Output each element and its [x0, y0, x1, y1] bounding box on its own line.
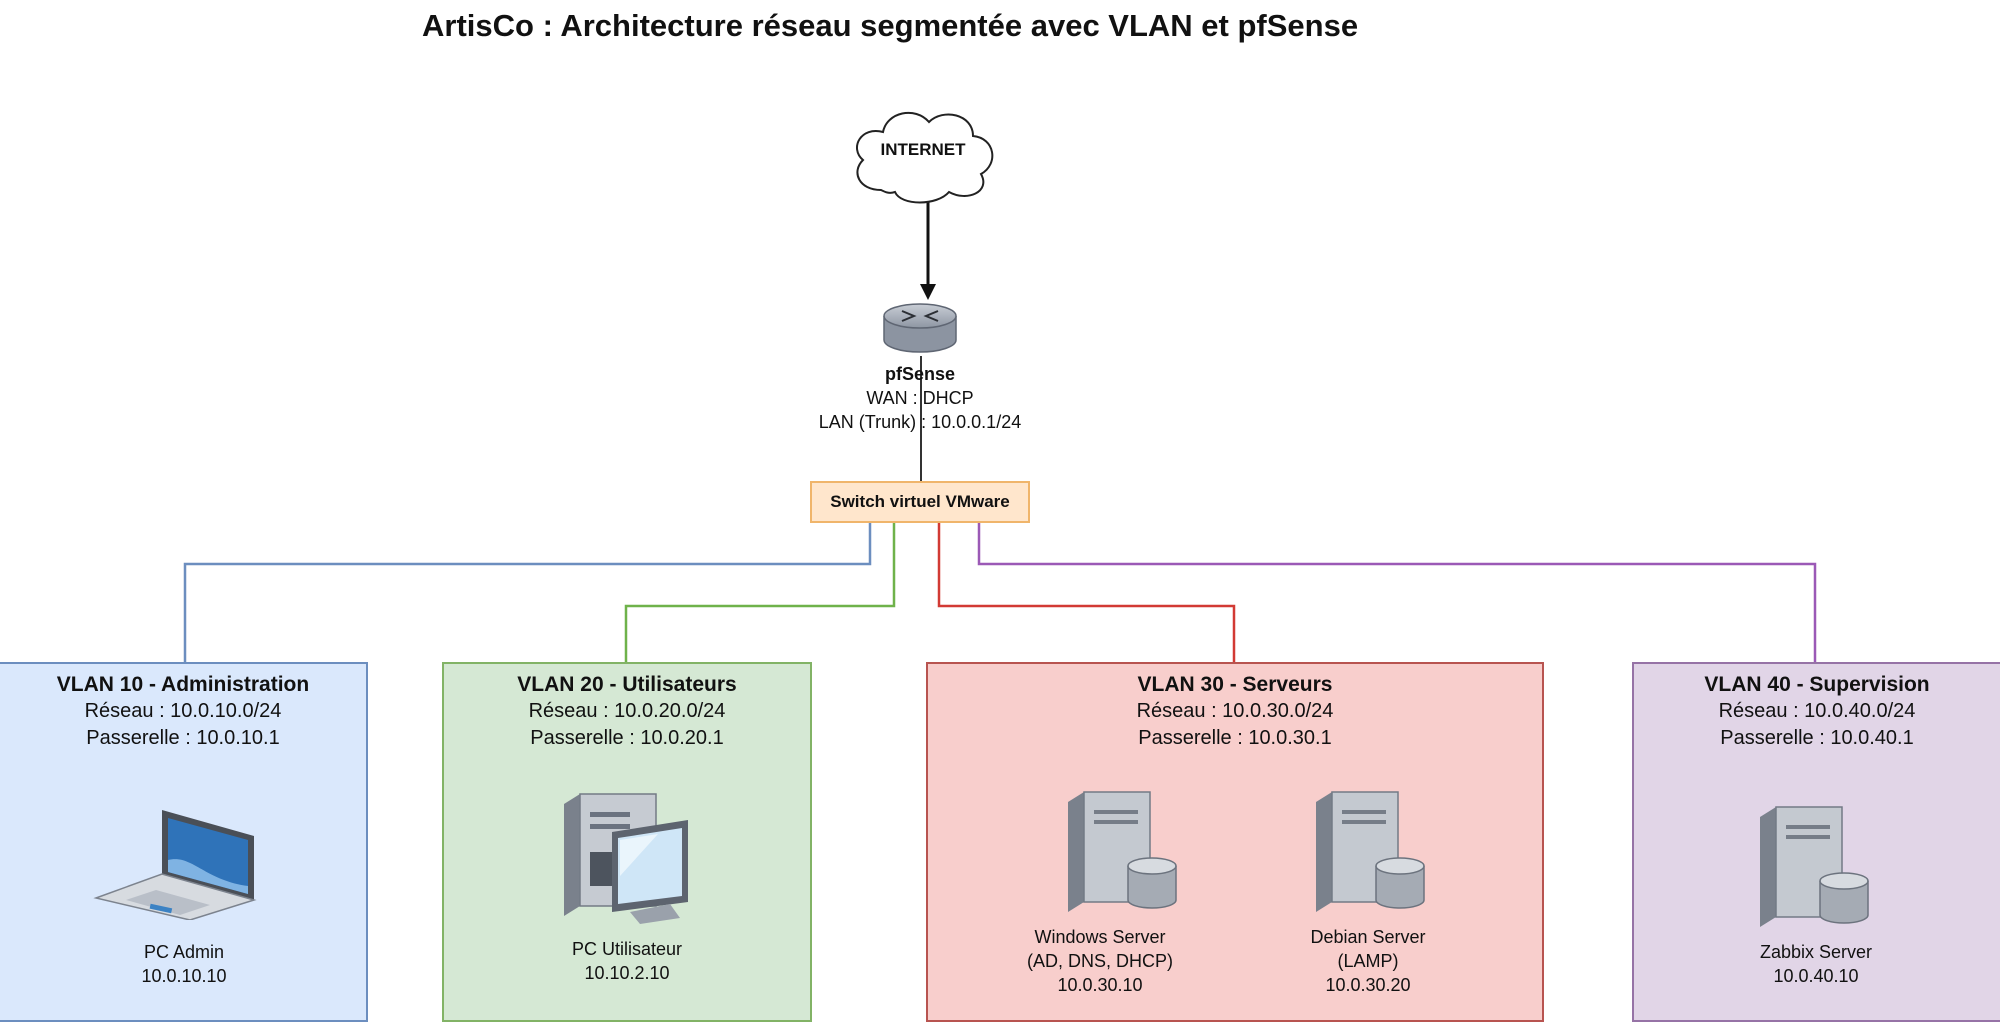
windows-server-ip: 10.0.30.10: [1057, 975, 1143, 995]
desktop-pc-icon: [564, 793, 688, 924]
pc-admin-name: PC Admin: [143, 942, 225, 962]
vlan30-network: Réseau : 10.0.30.0/24: [1136, 700, 1334, 722]
vlan30-gateway: Passerelle : 10.0.30.1: [1138, 727, 1332, 749]
vlan30-zone: VLAN 30 - Serveurs Réseau : 10.0.30.0/24…: [926, 662, 1544, 1022]
vlan30-title: VLAN 30 - Serveurs: [1137, 673, 1333, 696]
zabbix-server-name: Zabbix Server: [1759, 942, 1873, 962]
windows-server-name: Windows Server: [1034, 927, 1166, 947]
arrow-head: [920, 284, 936, 300]
windows-server-label: Windows Server (AD, DNS, DHCP) 10.0.30.1…: [990, 925, 1210, 997]
debian-server-name: Debian Server: [1310, 927, 1426, 947]
pc-utilisateur-name: PC Utilisateur: [571, 939, 683, 959]
vlan20-gateway: Passerelle : 10.0.20.1: [530, 727, 724, 749]
cloud-icon: [856, 112, 994, 204]
debian-server-role: (LAMP): [1337, 951, 1399, 971]
server-database-icon: [1068, 791, 1177, 912]
server-database-icon: [1760, 806, 1869, 927]
vlan30-link: [937, 523, 1236, 662]
pc-utilisateur-ip: 10.10.2.10: [584, 963, 670, 983]
debian-server-label: Debian Server (LAMP) 10.0.30.20: [1258, 925, 1478, 997]
pfsense-lan: LAN (Trunk) : 10.0.0.1/24: [818, 412, 1022, 432]
vlan20-network: Réseau : 10.0.20.0/24: [528, 700, 726, 722]
switch-label: Switch virtuel VMware: [830, 492, 1010, 511]
vlan10-title: VLAN 10 - Administration: [56, 673, 310, 696]
zabbix-server-label: Zabbix Server 10.0.40.10: [1632, 940, 2000, 988]
page-title: ArtisCo : Architecture réseau segmentée …: [422, 8, 1359, 43]
pc-utilisateur-label: PC Utilisateur 10.10.2.10: [442, 937, 812, 985]
vlan20-title: VLAN 20 - Utilisateurs: [517, 673, 737, 696]
vlan20-link: [624, 523, 896, 662]
vlan40-network: Réseau : 10.0.40.0/24: [1718, 700, 1916, 722]
internet-label: INTERNET: [880, 140, 966, 159]
pfsense-info: pfSense WAN : DHCP LAN (Trunk) : 10.0.0.…: [770, 362, 1070, 434]
pfsense-wan: WAN : DHCP: [866, 388, 974, 408]
vlan10-network: Réseau : 10.0.10.0/24: [84, 700, 282, 722]
pfsense-name: pfSense: [884, 364, 956, 384]
vlan10-link: [183, 523, 872, 662]
vlan10-gateway: Passerelle : 10.0.10.1: [86, 727, 280, 749]
debian-server-ip: 10.0.30.20: [1325, 975, 1411, 995]
windows-server-role: (AD, DNS, DHCP): [1026, 951, 1173, 971]
server-database-icon: [1316, 791, 1425, 912]
vlan40-gateway: Passerelle : 10.0.40.1: [1720, 727, 1914, 749]
zabbix-server-ip: 10.0.40.10: [1773, 966, 1859, 986]
laptop-icon: [93, 810, 257, 920]
vlan40-link: [977, 523, 1817, 662]
virtual-switch: Switch virtuel VMware: [810, 481, 1030, 523]
router-icon: [883, 303, 957, 353]
vlan40-title: VLAN 40 - Supervision: [1704, 673, 1930, 696]
pc-admin-label: PC Admin 10.0.10.10: [0, 940, 368, 988]
pc-admin-ip: 10.0.10.10: [141, 966, 227, 986]
